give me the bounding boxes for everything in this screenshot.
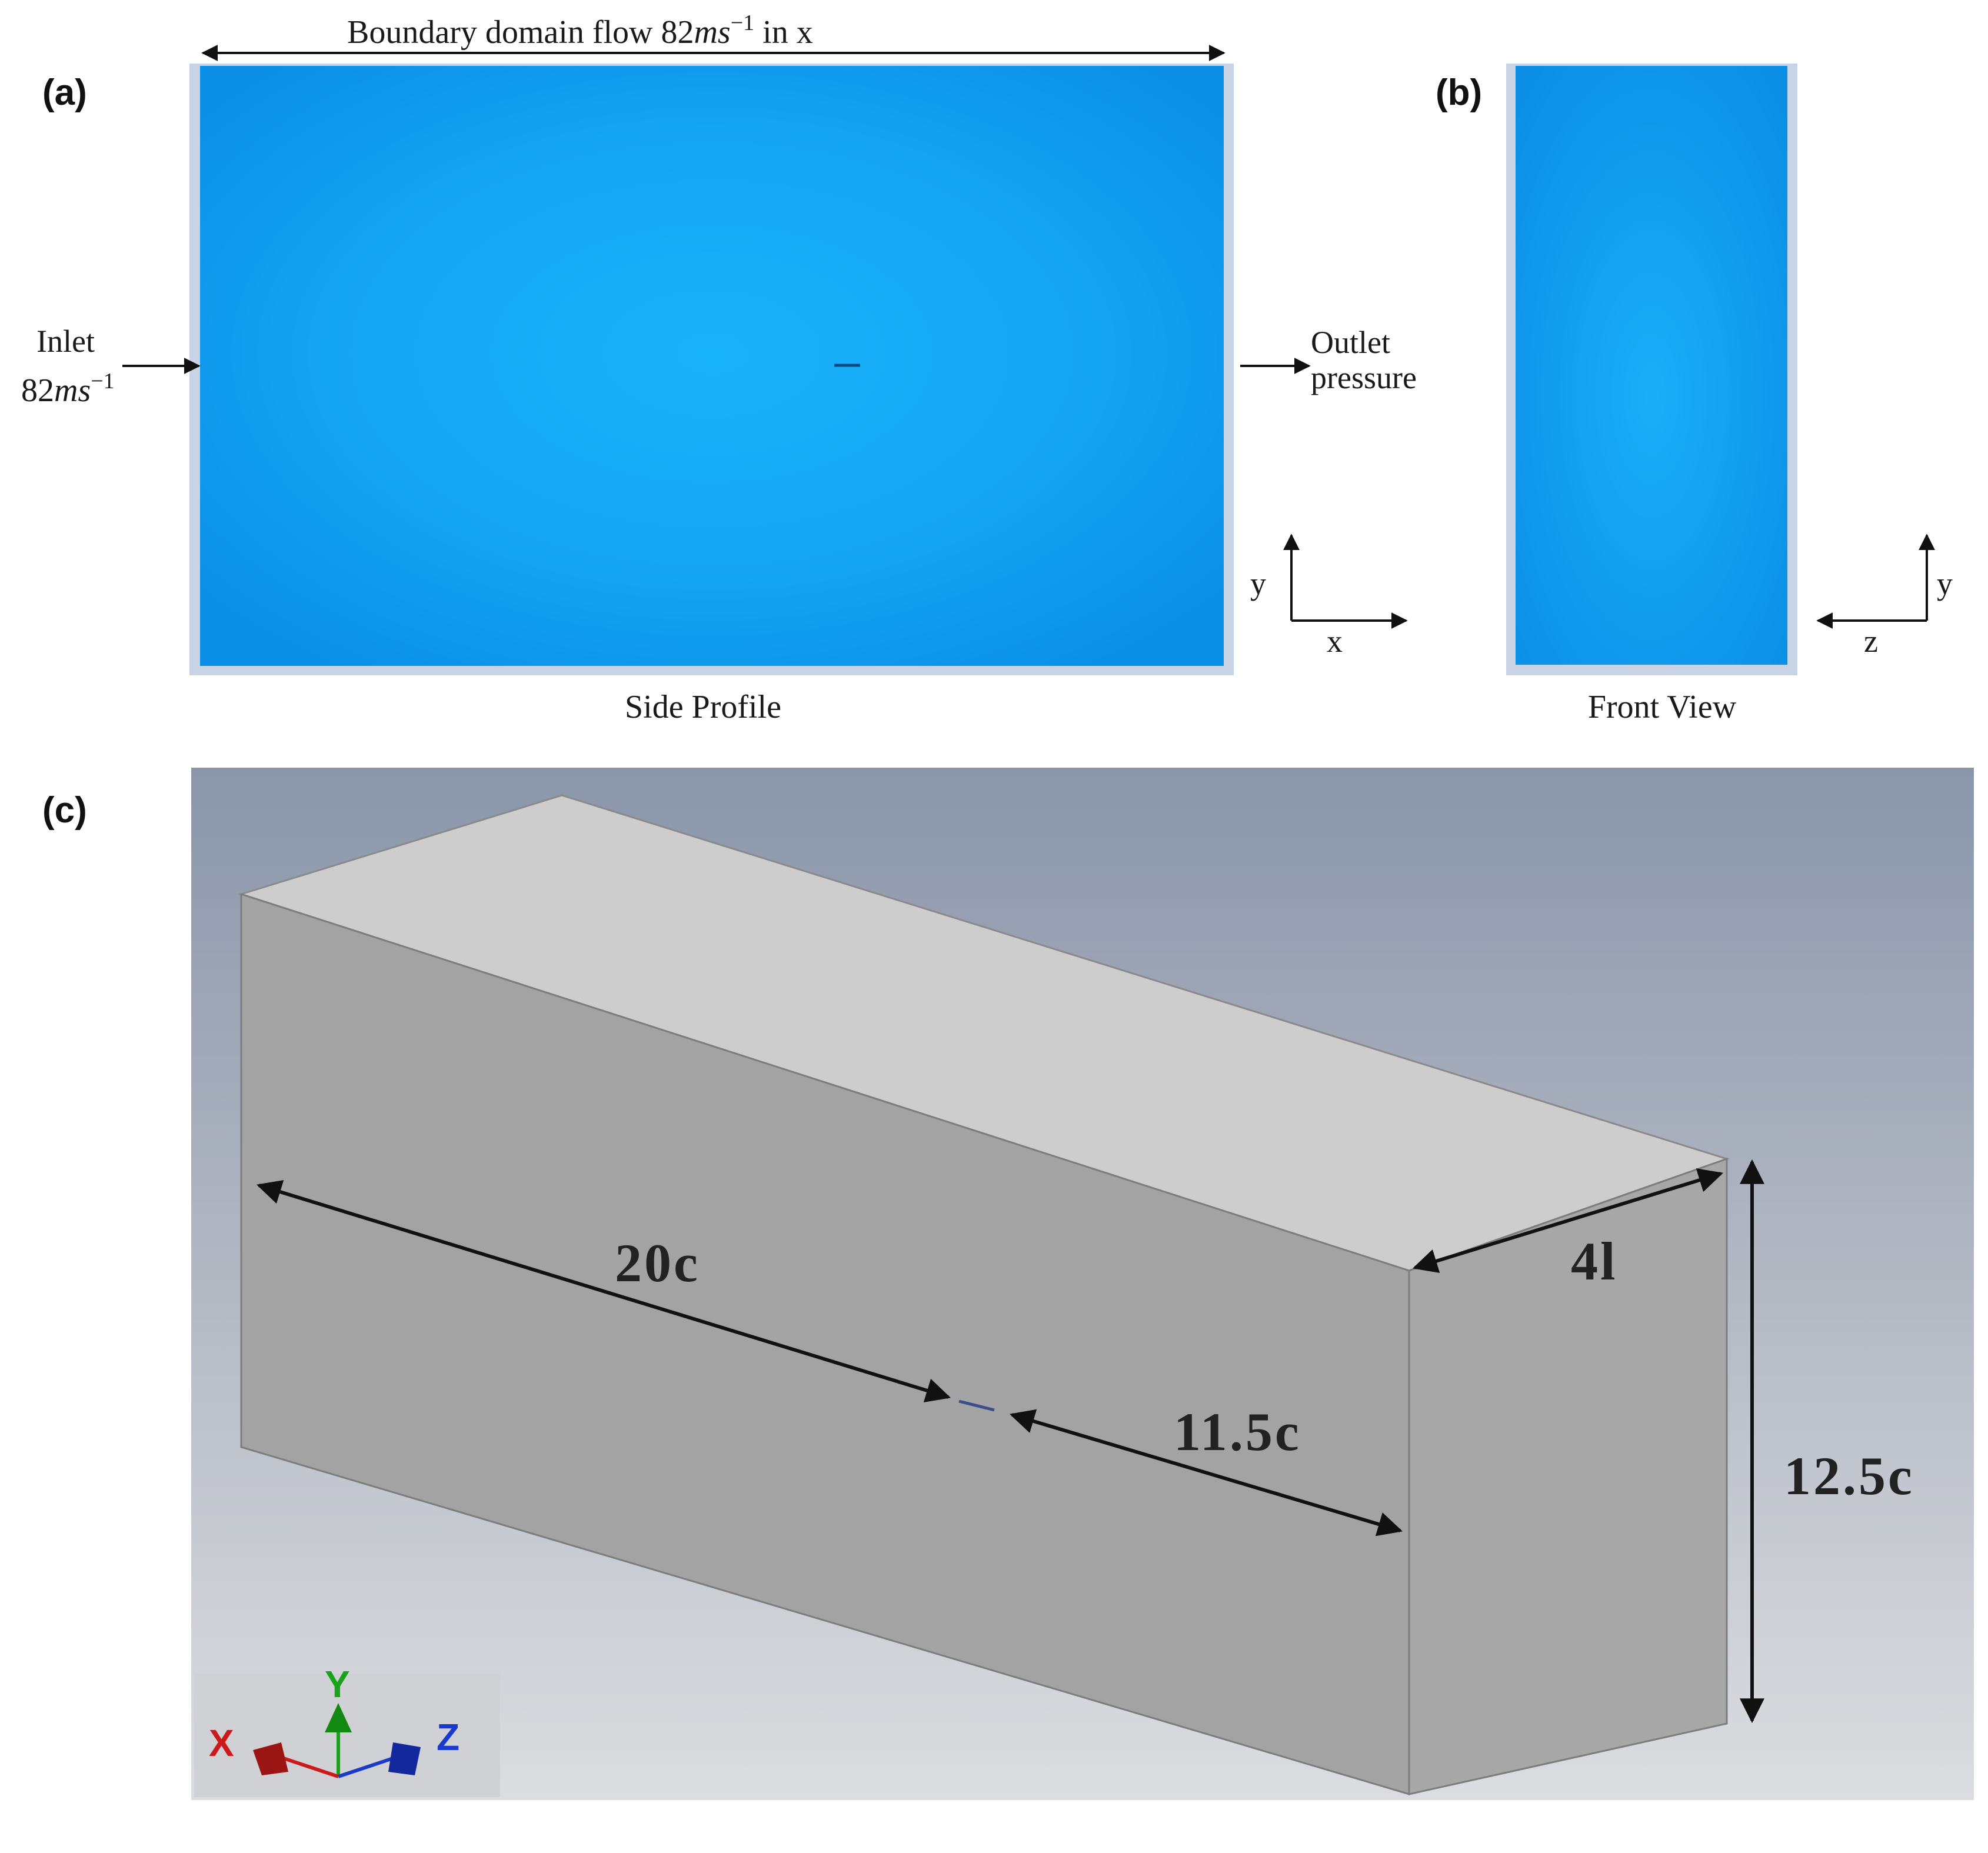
panel-a-letter: (a) xyxy=(42,72,87,113)
triad-y-label: Y xyxy=(325,1663,350,1705)
orientation-triad: X Y Z xyxy=(194,1663,500,1797)
side-profile-caption: Side Profile xyxy=(625,689,781,725)
panel-b: (b) y z Front View xyxy=(1436,64,1953,725)
axis-z-label-b: z xyxy=(1864,624,1878,659)
triad-background xyxy=(194,1674,500,1797)
axis-y-label-b: y xyxy=(1937,566,1953,601)
dim-4l-line xyxy=(1412,1168,1724,1273)
panel-b-letter: (b) xyxy=(1436,72,1482,113)
airfoil-mark-3d xyxy=(958,1399,995,1412)
inlet-velocity: 82ms−1 xyxy=(21,369,115,409)
dim-4l-label: 4l xyxy=(1571,1231,1618,1291)
dim-20c-line xyxy=(256,1180,951,1402)
triad-z-cone xyxy=(388,1742,421,1775)
dim-11-5c-label: 11.5c xyxy=(1174,1402,1301,1462)
front-view-domain xyxy=(1516,66,1787,665)
triad-x-cone xyxy=(253,1742,288,1775)
dim-12-5c-label: 12.5c xyxy=(1784,1446,1914,1506)
panel-a: (a) Boundary domain flow 82ms−1 in x Inl… xyxy=(21,11,1417,725)
axis-x-label-a: x xyxy=(1327,624,1343,659)
front-view-caption: Front View xyxy=(1588,689,1737,725)
panel-c-letter: (c) xyxy=(42,790,87,831)
triad-x-axis xyxy=(276,1754,339,1778)
triad-z-axis xyxy=(338,1754,401,1778)
flow-label: Boundary domain flow 82ms−1 in x xyxy=(347,11,813,51)
dim-20c-label: 20c xyxy=(615,1233,700,1293)
side-profile-domain xyxy=(200,66,1224,666)
axis-y-label-a: y xyxy=(1250,566,1266,601)
inlet-label: Inlet xyxy=(36,324,95,359)
outlet-label-2: pressure xyxy=(1311,360,1417,395)
dim-11-5c-line xyxy=(1009,1409,1403,1537)
panel-c: (c) 20c 11.5c 4l 12.5c X Y xyxy=(42,768,1974,1800)
triad-y-cone xyxy=(325,1703,352,1732)
triad-x-label: X xyxy=(209,1722,234,1764)
triad-z-label: Z xyxy=(437,1716,459,1758)
outlet-label-1: Outlet xyxy=(1311,325,1390,360)
